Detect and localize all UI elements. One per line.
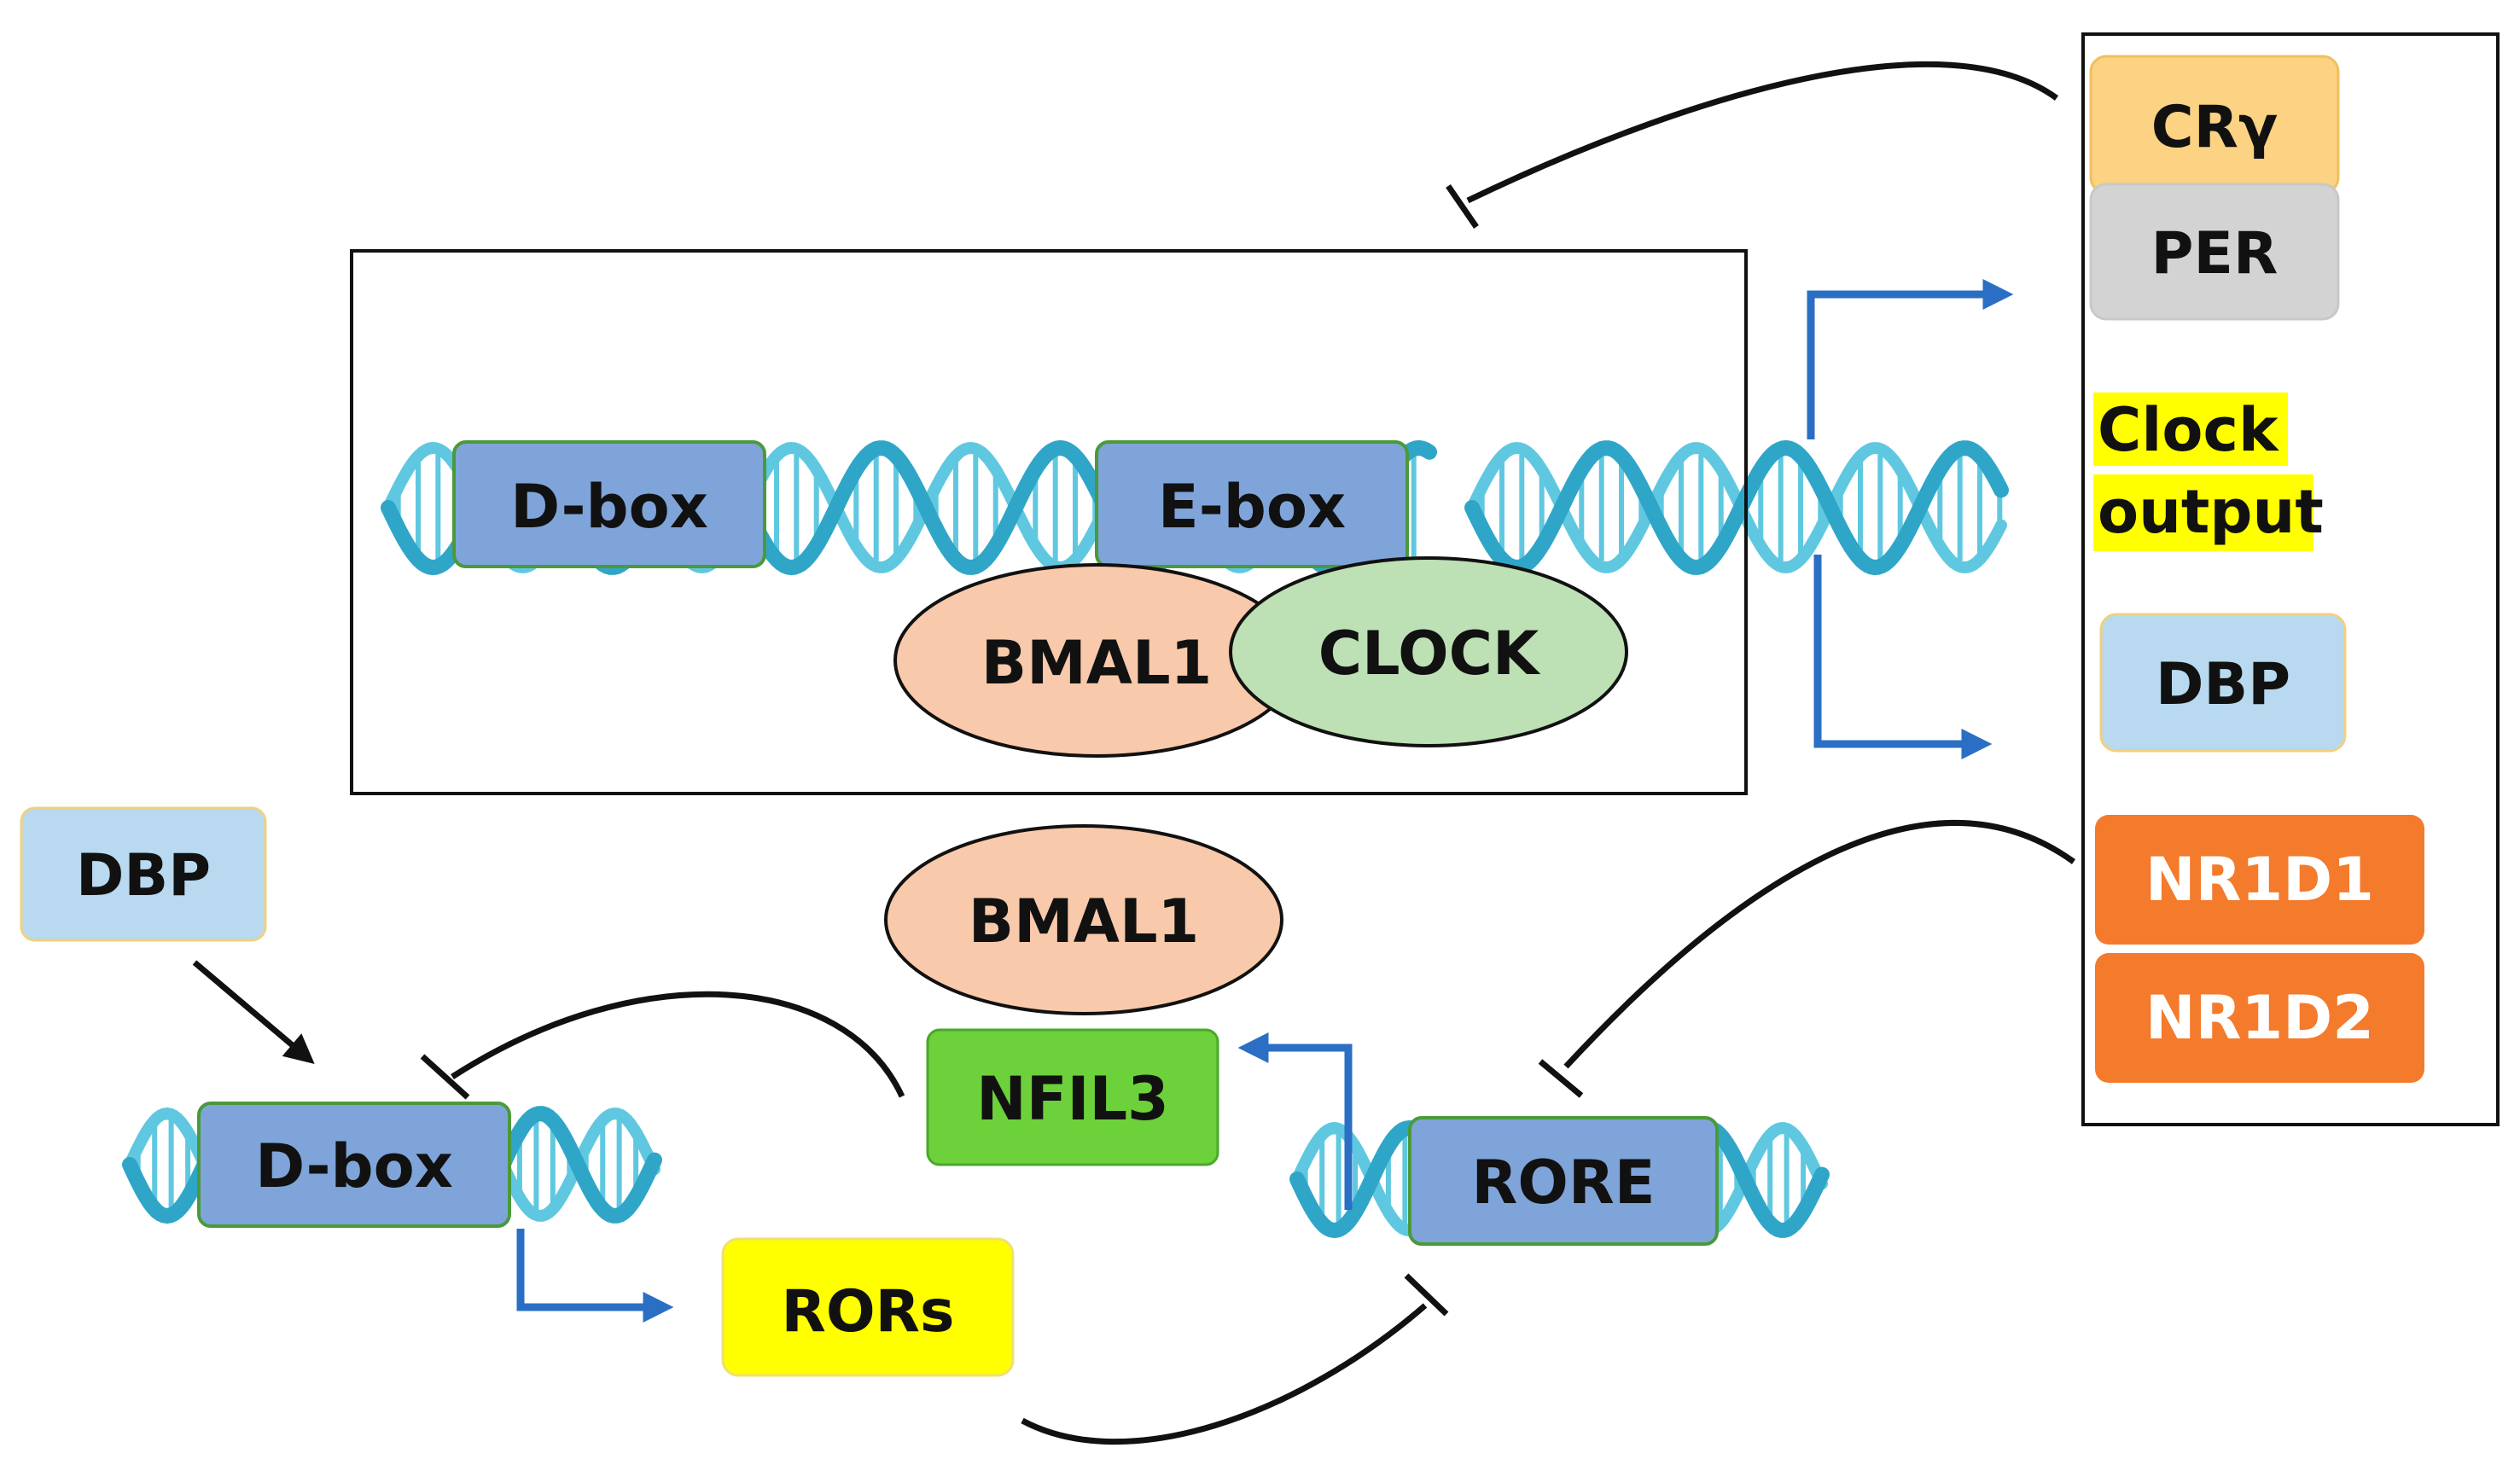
lower-dbox: D-box <box>197 1102 511 1228</box>
nr1d1-box: NR1D1 <box>2095 815 2424 945</box>
top-clock: CLOCK <box>1229 556 1628 747</box>
legend-dbp-label: DBP <box>2156 651 2290 718</box>
nfil3-transcription-arrow <box>1237 1032 1353 1210</box>
lower-dbp-rect <box>20 806 267 942</box>
dna-strand-top-right <box>1464 439 2009 576</box>
lower-dbp-box: DBP <box>20 806 267 942</box>
nr1d2-rect <box>2095 953 2424 1083</box>
nfil3-repression-curve <box>451 991 905 1098</box>
per-label: PER <box>2151 220 2278 288</box>
nfil3-rect <box>926 1028 1219 1166</box>
per-box: PER <box>2089 183 2340 321</box>
nr1d1-rect <box>2095 815 2424 945</box>
nr1d2-label: NR1D2 <box>2145 983 2374 1053</box>
top-ebox-rect <box>1095 440 1409 568</box>
nr1d1-label: NR1D1 <box>2145 845 2374 915</box>
top-ebox-label: E-box <box>1158 472 1346 542</box>
transcription-arrow-up <box>1807 279 2014 439</box>
top-dbox-label: D-box <box>510 472 708 542</box>
rors-transcription-arrow <box>516 1229 674 1323</box>
cry-label: CRγ <box>2151 94 2278 161</box>
lower-dbp-label: DBP <box>76 842 211 910</box>
nr1d-repression-bar <box>1538 1059 1584 1098</box>
clock-output-line2: output <box>2098 477 2324 547</box>
transcription-arrow-down <box>1813 555 1993 759</box>
lower-dbox-label: D-box <box>255 1131 453 1201</box>
nr1d2-box: NR1D2 <box>2095 953 2424 1083</box>
clock-output-label: Clock output <box>2093 392 2324 551</box>
lower-bmal1-ellipse <box>884 824 1283 1015</box>
promoter-frame <box>350 249 1748 795</box>
rors-repression-curve <box>1021 1303 1428 1445</box>
rors-label: RORs <box>781 1278 954 1346</box>
nfil3-box: NFIL3 <box>926 1028 1219 1166</box>
top-bmal1: BMAL1 <box>893 563 1300 758</box>
rors-box: RORs <box>721 1237 1015 1377</box>
nr1d-repression-curve <box>1563 820 2076 1069</box>
clock-output-highlight-2 <box>2093 474 2313 551</box>
rore-rect <box>1408 1116 1719 1246</box>
per-rect <box>2089 183 2340 321</box>
clock-output-line1: Clock <box>2098 395 2279 465</box>
legend-dbp-box: DBP <box>2099 613 2347 753</box>
rore-label: RORE <box>1471 1148 1655 1218</box>
top-dbox: D-box <box>452 440 766 568</box>
clock-output-frame <box>2081 32 2500 1126</box>
top-ebox: E-box <box>1095 440 1409 568</box>
nfil3-repression-bar <box>420 1054 470 1100</box>
top-bmal1-label: BMAL1 <box>981 628 1213 698</box>
top-clock-label: CLOCK <box>1318 619 1541 689</box>
cry-per-repression-bar <box>1446 184 1479 229</box>
rors-rect <box>721 1237 1015 1377</box>
dna-backbone <box>1464 439 2009 576</box>
nfil3-label: NFIL3 <box>976 1064 1169 1134</box>
lower-dbox-rect <box>197 1102 511 1228</box>
rore-box: RORE <box>1408 1116 1719 1246</box>
lower-bmal1: BMAL1 <box>884 824 1283 1015</box>
lower-bmal1-label: BMAL1 <box>969 887 1200 956</box>
top-clock-ellipse <box>1229 556 1628 747</box>
top-dbox-rect <box>452 440 766 568</box>
rors-repression-bar <box>1404 1273 1449 1317</box>
clock-output-highlight-1 <box>2093 392 2288 466</box>
cry-box: CRγ <box>2089 55 2340 195</box>
legend-dbp-rect <box>2099 613 2347 753</box>
cry-per-repression-curve <box>1466 61 2059 204</box>
dbp-activation-arrow <box>192 960 315 1065</box>
